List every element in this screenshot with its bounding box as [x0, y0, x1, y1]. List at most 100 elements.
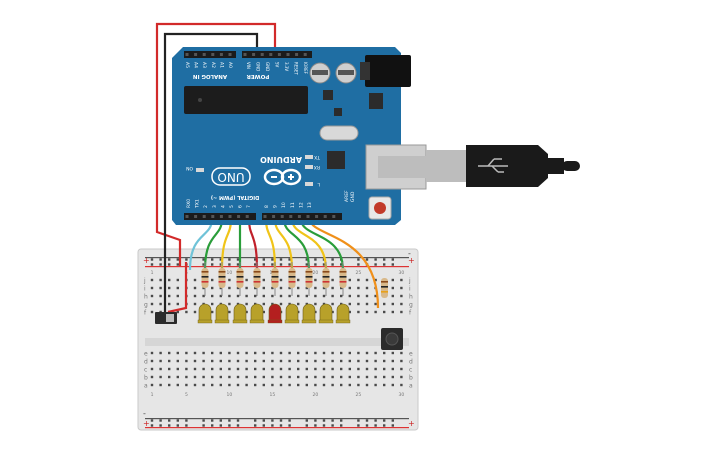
breadboard-hole — [322, 375, 326, 379]
rail-hole — [262, 263, 265, 266]
breadboard-hole — [279, 302, 283, 306]
rail-plus-label-br: + — [408, 419, 415, 428]
breadboard-hole — [279, 375, 283, 379]
rail-hole — [262, 424, 265, 427]
rail-hole — [219, 263, 222, 266]
resistor-6 — [288, 268, 296, 288]
rail-hole — [288, 424, 291, 427]
resistor-band — [201, 276, 209, 278]
led-rim — [335, 319, 351, 324]
resistor-band — [218, 271, 226, 273]
resistor-band — [253, 281, 261, 283]
rail-hole — [185, 419, 188, 422]
column-number-bottom: 5 — [185, 392, 188, 398]
breadboard-hole — [391, 367, 394, 371]
breadboard-hole — [262, 294, 265, 298]
breadboard-hole — [322, 383, 326, 387]
breadboard-hole — [176, 367, 179, 371]
aref-label: AREF — [344, 190, 350, 202]
breadboard-hole — [245, 383, 248, 387]
header-pin — [252, 53, 256, 56]
power-pin-label: 3.3V — [284, 62, 289, 71]
rx-led — [305, 165, 313, 169]
breadboard-hole — [400, 351, 403, 355]
row-label-left: h — [144, 294, 148, 301]
breadboard-hole — [150, 375, 154, 379]
breadboard-hole — [348, 351, 351, 355]
breadboard-hole — [262, 286, 265, 290]
resistor-band — [381, 286, 388, 288]
rail-hole — [288, 263, 291, 266]
breadboard-hole — [400, 367, 403, 371]
small-transistor — [334, 108, 342, 116]
breadboard-hole — [279, 286, 283, 290]
resistor-5 — [271, 268, 279, 288]
breadboard-hole — [176, 278, 179, 282]
power-pin-label: IOREF — [303, 62, 308, 75]
breadboard-hole — [271, 286, 274, 290]
analog-header — [184, 51, 236, 58]
breadboard-hole — [193, 375, 197, 379]
breadboard-hole — [193, 294, 197, 298]
digital-pin-label: TX1 — [195, 199, 201, 209]
breadboard-hole — [254, 359, 257, 363]
digital-pin-label: 5 — [229, 205, 235, 208]
rail-hole — [383, 424, 386, 427]
resistor-band — [339, 281, 347, 283]
breadboard-hole — [331, 310, 334, 314]
breadboard-hole — [340, 383, 343, 387]
resistor-7 — [305, 268, 313, 288]
breadboard-hole — [271, 351, 274, 355]
resistor-band — [253, 271, 261, 273]
header-pin — [219, 53, 223, 56]
rail-hole — [374, 258, 377, 261]
breadboard-hole — [150, 278, 154, 282]
breadboard-hole — [383, 383, 386, 387]
breadboard-hole — [365, 286, 369, 290]
rail-hole — [271, 258, 274, 261]
voltage-regulator — [369, 93, 383, 109]
on-led — [196, 168, 204, 172]
breadboard-hole — [271, 302, 274, 306]
rail-hole — [322, 424, 326, 427]
breadboard-hole — [357, 310, 360, 314]
row-label-left: i — [144, 286, 146, 293]
breadboard-hole — [193, 367, 197, 371]
slide-switch — [155, 312, 177, 324]
breadboard-hole — [391, 310, 394, 314]
breadboard-hole — [245, 359, 248, 363]
header-pin — [297, 215, 301, 218]
led-6 — [285, 303, 299, 323]
breadboard-hole — [159, 367, 162, 371]
rail-hole — [185, 258, 188, 261]
breadboard-hole — [305, 367, 308, 371]
breadboard-hole — [374, 383, 377, 387]
breadboard-hole — [236, 302, 240, 306]
rail-hole — [228, 419, 231, 422]
breadboard-hole — [297, 286, 300, 290]
l-label: L — [317, 181, 320, 187]
breadboard-hole — [168, 278, 171, 282]
led-2 — [215, 303, 229, 323]
breadboard-hole — [297, 367, 300, 371]
row-label-right: h — [409, 294, 413, 301]
breadboard-hole — [185, 351, 188, 355]
breadboard-hole — [211, 294, 214, 298]
rail-hole — [219, 419, 222, 422]
resistor-band — [236, 281, 244, 283]
row-label-right: i — [409, 286, 411, 293]
led-rim — [249, 319, 265, 324]
breadboard-hole — [365, 302, 369, 306]
breadboard-hole — [305, 383, 308, 387]
breadboard-hole — [245, 294, 248, 298]
breadboard-hole — [391, 302, 394, 306]
breadboard-hole — [254, 375, 257, 379]
breadboard-hole — [279, 367, 283, 371]
breadboard-hole — [391, 278, 394, 282]
resistor-band — [322, 276, 330, 278]
breadboard-hole — [236, 383, 240, 387]
breadboard-hole — [322, 351, 326, 355]
rail-hole — [391, 424, 394, 427]
